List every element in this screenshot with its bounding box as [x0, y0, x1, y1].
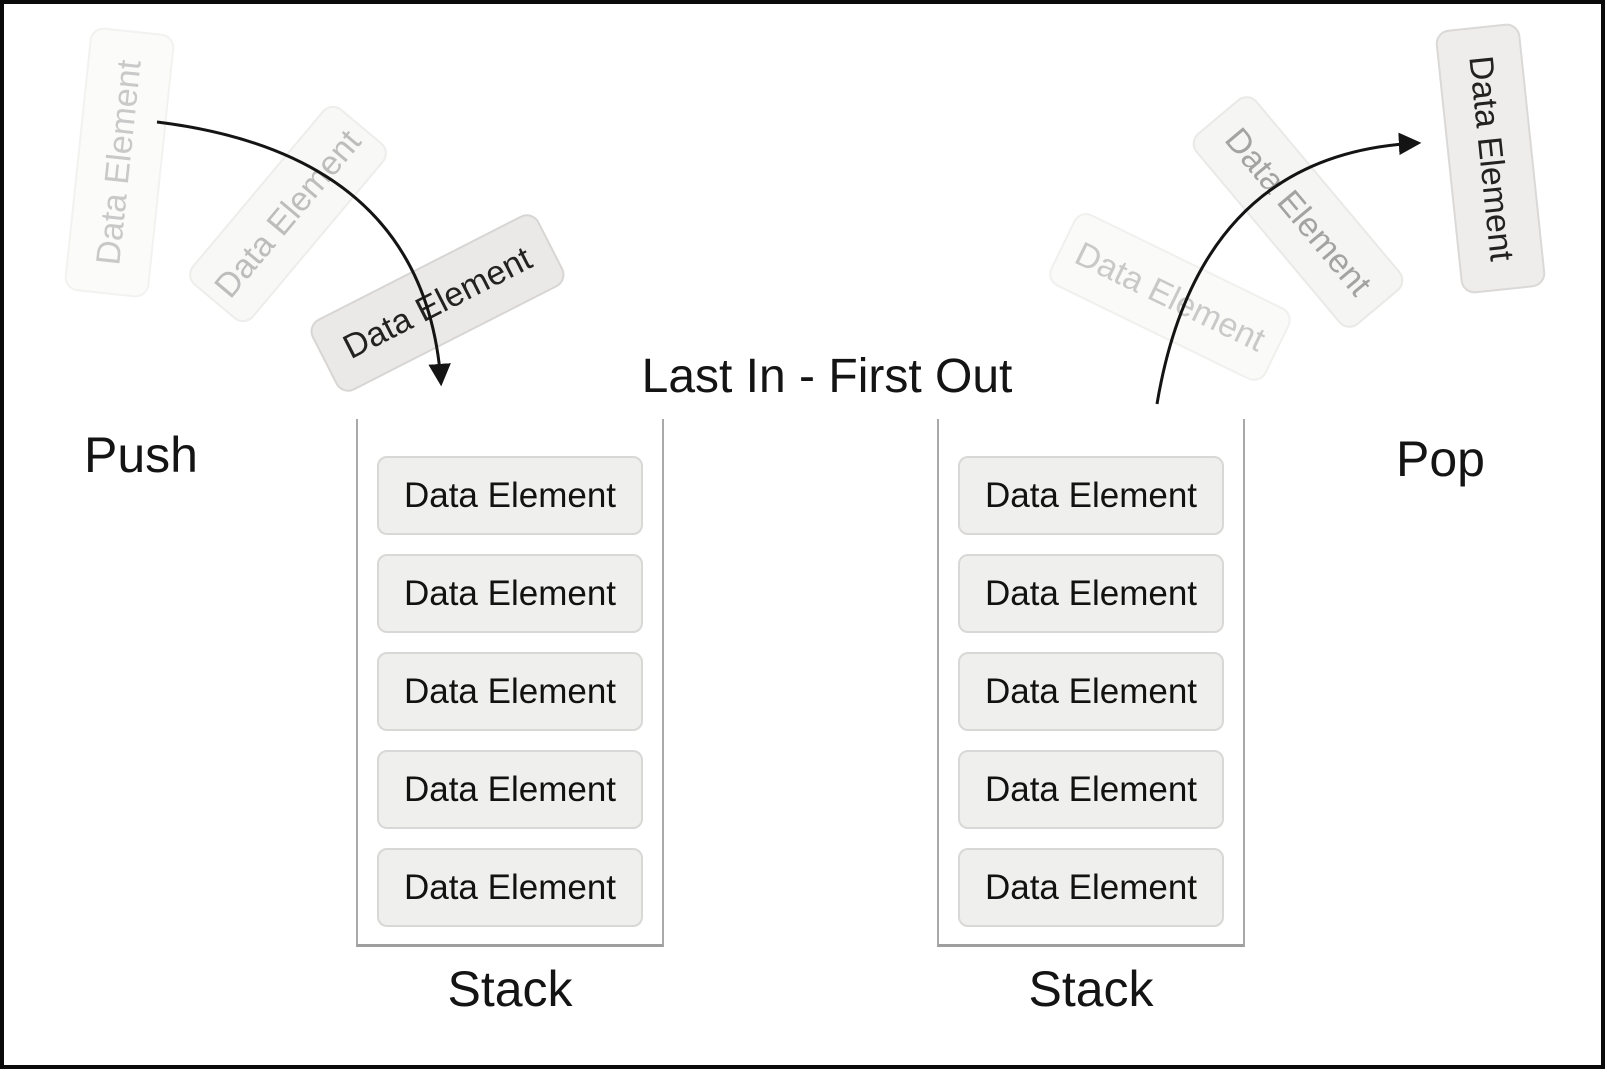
- stack-element-label: Data Element: [984, 769, 1198, 809]
- stack-element-label: Data Element: [403, 867, 617, 907]
- stack-element: Data Element: [377, 750, 643, 829]
- stack-element-label: Data Element: [984, 671, 1198, 711]
- outgoing-data-element-label: Data Element: [1217, 120, 1380, 303]
- outgoing-data-element-label: Data Element: [1069, 234, 1272, 359]
- incoming-data-element-faint: Data Element: [63, 26, 176, 299]
- incoming-data-element-label: Data Element: [206, 122, 369, 305]
- left-stack-container: Data Element Data Element Data Element D…: [356, 419, 664, 947]
- left-stack-caption: Stack: [447, 961, 573, 1017]
- diagram-title: Last In - First Out: [641, 350, 1013, 403]
- stack-element: Data Element: [377, 848, 643, 927]
- stack-element: Data Element: [377, 554, 643, 633]
- push-operation-label: Push: [84, 427, 198, 483]
- stack-element-label: Data Element: [984, 867, 1198, 907]
- stack-element: Data Element: [377, 456, 643, 535]
- stack-element-label: Data Element: [984, 475, 1198, 515]
- stack-element: Data Element: [958, 456, 1224, 535]
- incoming-data-element-mid: Data Element: [183, 100, 393, 328]
- stack-element: Data Element: [377, 652, 643, 731]
- stack-element: Data Element: [958, 848, 1224, 927]
- incoming-data-element-label: Data Element: [89, 58, 149, 267]
- pop-operation-label: Pop: [1396, 431, 1485, 487]
- outgoing-data-element-label: Data Element: [1461, 54, 1521, 263]
- right-stack-caption: Stack: [1028, 961, 1154, 1017]
- incoming-data-element-label: Data Element: [336, 238, 538, 367]
- stack-element-label: Data Element: [984, 573, 1198, 613]
- stack-element: Data Element: [958, 652, 1224, 731]
- right-stack-container: Data Element Data Element Data Element D…: [937, 419, 1245, 947]
- stack-element-label: Data Element: [403, 671, 617, 711]
- stack-element-label: Data Element: [403, 769, 617, 809]
- incoming-data-element-solid: Data Element: [305, 209, 570, 397]
- stack-element: Data Element: [958, 554, 1224, 633]
- stack-element: Data Element: [958, 750, 1224, 829]
- outgoing-data-element-faint: Data Element: [1044, 208, 1296, 386]
- stack-element-label: Data Element: [403, 475, 617, 515]
- stack-element-label: Data Element: [403, 573, 617, 613]
- outgoing-data-element-solid: Data Element: [1434, 22, 1547, 295]
